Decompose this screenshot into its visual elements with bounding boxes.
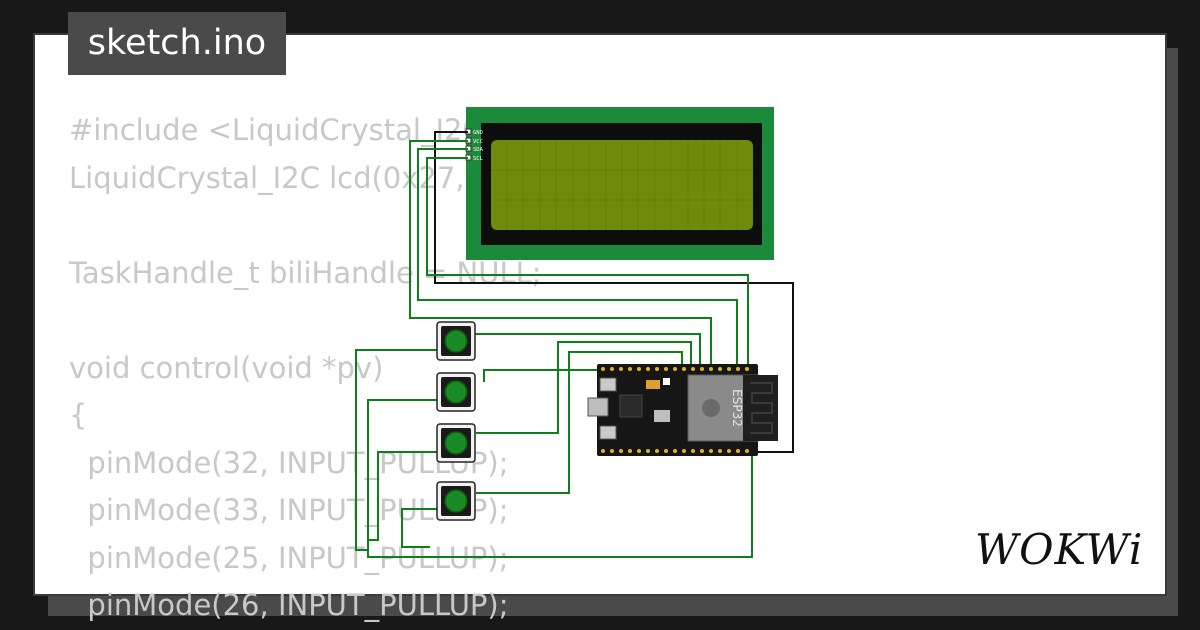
antenna-trace [750,382,773,434]
button-cap[interactable] [444,431,468,455]
wires [355,131,794,558]
wokwi-logo: WOKWi [975,525,1144,574]
board-pin-row-top [601,367,749,371]
sketch-title: sketch.ino [68,12,286,75]
wire-lcd-sda [417,148,738,366]
boot-button[interactable] [599,377,617,392]
code-line: TaskHandle_t biliHandle = NULL; [69,255,542,290]
lcd-pin-label-sda: SDA [473,147,484,153]
pushbutton-2[interactable] [436,372,476,412]
wire-button1-signal [474,333,701,366]
pushbutton-3[interactable] [436,423,476,463]
code-line: void control(void *pv) [69,350,384,385]
wire-lcd-vcc [409,140,712,366]
wire-button4-signal [476,351,683,494]
lcd-pin-label-vcc: VCC [473,139,483,145]
lcd-display: GND VCC SDA SCL [465,107,774,260]
code-line: { [69,398,88,432]
smd-component [646,380,660,389]
reset-button[interactable] [599,425,617,440]
wire-lcd-gnd [434,131,794,453]
wire-lcd-scl [426,157,749,366]
esp32-board: ESP32 [587,364,778,456]
wire-ground-bus [367,399,753,558]
espressif-logo-icon [702,399,720,417]
button-cap[interactable] [444,329,468,353]
lcd-pin-label-scl: SCL [473,156,484,162]
smd-component [654,410,670,422]
esp32-label: ESP32 [730,389,744,427]
wire-button3-signal [476,341,692,434]
lcd-pin-label-gnd: GND [473,130,483,136]
usb-chip [619,394,643,418]
wire-button1-gnd [355,349,438,551]
wire-button3-gnd [368,451,438,541]
pushbutton-4[interactable] [436,481,476,521]
button-cap[interactable] [444,380,468,404]
wire-button4-gnd [401,508,438,548]
button-cap[interactable] [444,489,468,513]
usb-connector [587,397,609,417]
code-line: pinMode(26, INPUT_PULLUP); [69,588,509,622]
pushbutton-1[interactable] [436,321,476,361]
lcd-character-grid [491,140,753,230]
smd-component [663,378,670,385]
board-pin-row-bottom [601,449,749,453]
